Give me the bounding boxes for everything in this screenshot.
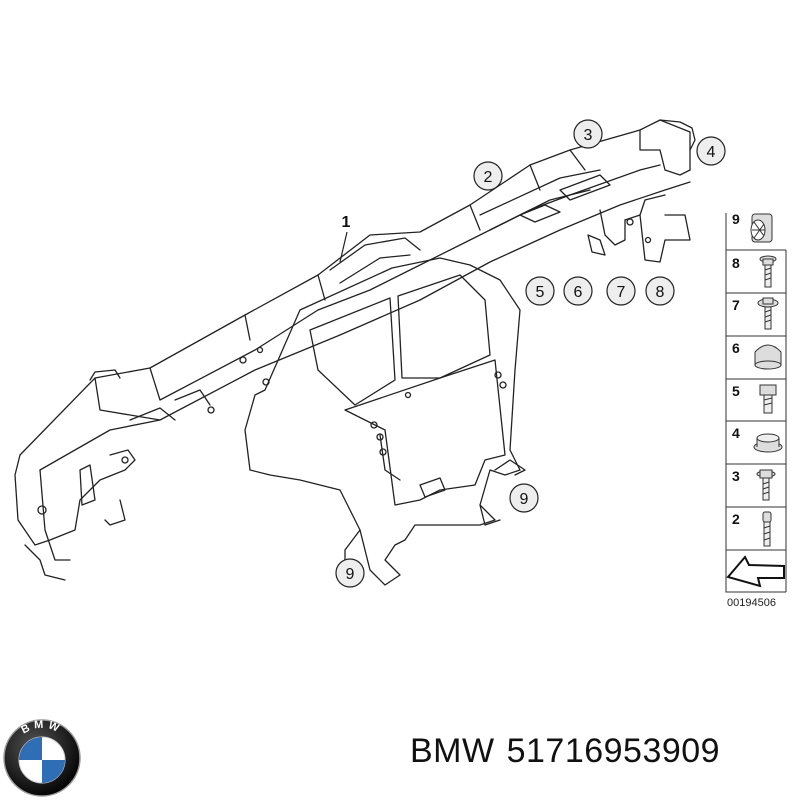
hex-screw-icon (756, 469, 776, 501)
callout-3: 3 (573, 119, 603, 149)
callout-8: 8 (645, 276, 675, 306)
logo-lettering: BMW (19, 719, 60, 737)
legend-number-9: 9 (732, 211, 740, 227)
legend-number-2: 2 (732, 511, 740, 527)
caption-brand: BMW (410, 732, 495, 770)
hex-bolt-icon (759, 384, 777, 414)
svg-text:BMW: BMW (19, 719, 64, 737)
legend-numbers: 9 8 7 6 5 4 3 2 (732, 211, 740, 527)
svg-text:9: 9 (520, 491, 529, 508)
callout-9-bottom: 9 (335, 558, 365, 588)
svg-text:8: 8 (656, 284, 665, 301)
flange-nut-icon (753, 433, 783, 453)
svg-text:3: 3 (584, 127, 593, 144)
bmw-logo-icon: BMW (3, 719, 81, 797)
caption-part-number: 51716953909 (506, 732, 721, 770)
svg-text:9: 9 (346, 566, 355, 583)
svg-text:2: 2 (484, 169, 493, 186)
svg-text:7: 7 (617, 284, 626, 301)
socket-screw-icon (762, 511, 772, 547)
callout-2: 2 (473, 161, 503, 191)
legend-icons (726, 213, 785, 588)
callout-leaders (339, 231, 348, 263)
legend-number-6: 6 (732, 340, 740, 356)
svg-text:5: 5 (536, 284, 545, 301)
callout-6: 6 (563, 276, 593, 306)
callout-4: 4 (696, 136, 726, 166)
cap-nut-icon (754, 344, 782, 370)
callout-9-right: 9 (509, 483, 539, 513)
screw-icon (759, 255, 777, 288)
legend-number-4: 4 (732, 425, 740, 441)
callout-5: 5 (525, 276, 555, 306)
flange-screw-icon (757, 297, 779, 330)
legend-number-3: 3 (732, 468, 740, 484)
legend-number-5: 5 (732, 383, 740, 399)
dashboard-carrier-drawing (14, 119, 696, 586)
svg-text:4: 4 (707, 144, 716, 161)
svg-text:6: 6 (574, 284, 583, 301)
callouts: 1 2 3 4 5 6 7 8 9 (335, 119, 726, 588)
part-caption: BMW 51716953909 (410, 732, 732, 771)
drawing-code: 00194506 (727, 597, 776, 609)
direction-arrow-icon (726, 555, 785, 588)
legend-number-7: 7 (732, 297, 740, 313)
parts-legend (725, 213, 787, 593)
legend-number-8: 8 (732, 255, 740, 271)
callout-7: 7 (606, 276, 636, 306)
clip-nut-icon (750, 213, 773, 243)
callout-1: 1 (342, 214, 351, 231)
